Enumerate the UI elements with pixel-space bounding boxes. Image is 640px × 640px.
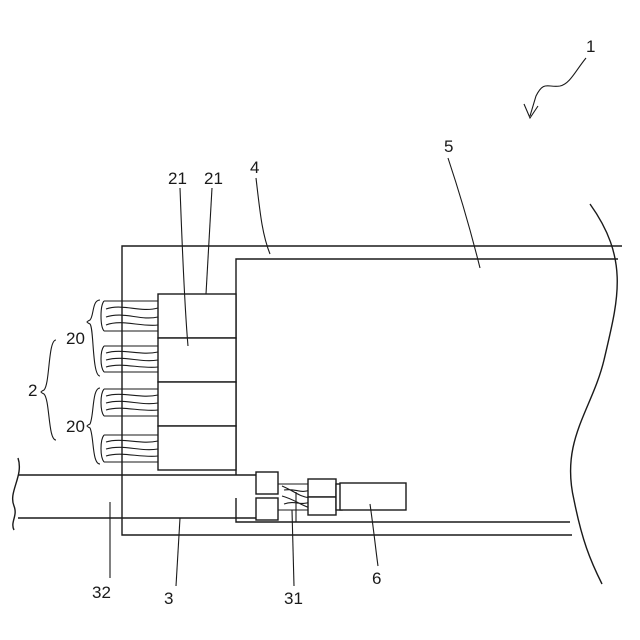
- label-1: 1: [586, 37, 595, 56]
- connector-blocks: [158, 294, 236, 470]
- braces: [41, 300, 100, 464]
- label-20-lower: 20: [66, 417, 85, 436]
- label-21-b: 21: [204, 169, 223, 188]
- label-31: 31: [284, 589, 303, 608]
- assembly-arrow: [524, 58, 586, 118]
- label-4: 4: [250, 158, 259, 177]
- wire-end-3: [101, 389, 158, 416]
- label-21-a: 21: [168, 169, 187, 188]
- break-line-right: [571, 204, 618, 584]
- wire-end-4: [101, 435, 158, 462]
- wire-ends: [101, 301, 158, 462]
- label-3: 3: [164, 589, 173, 608]
- label-32: 32: [92, 583, 111, 602]
- wire-end-2: [101, 346, 158, 372]
- inner-leads: [256, 472, 342, 522]
- inner-panel: [236, 259, 618, 522]
- wire-end-1: [101, 301, 158, 331]
- label-5: 5: [444, 137, 453, 156]
- label-6: 6: [372, 569, 381, 588]
- module-block: [340, 483, 406, 510]
- label-2: 2: [28, 381, 37, 400]
- label-20-upper: 20: [66, 329, 85, 348]
